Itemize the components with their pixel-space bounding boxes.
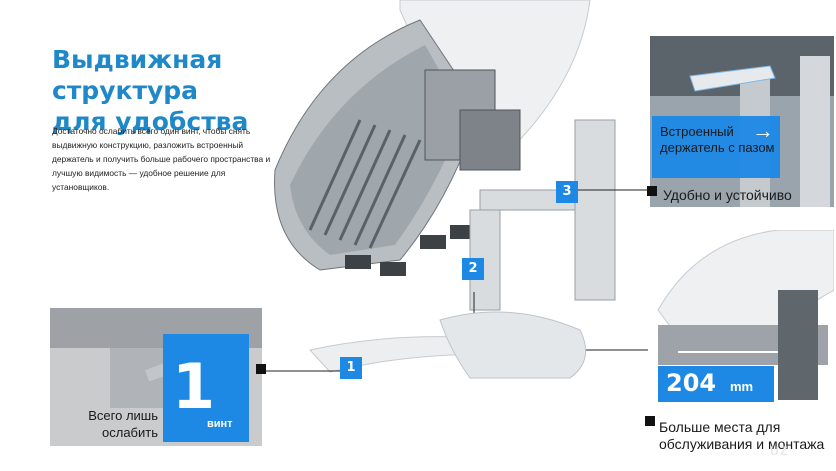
note-stable: Удобно и устойчиво	[663, 187, 792, 203]
marker-3: 3	[556, 181, 578, 203]
screw-caption: Всего лишь ослабить	[88, 408, 158, 440]
title-line-1: Выдвижная структура	[52, 45, 223, 105]
unit-side-icon	[657, 230, 834, 400]
watermark: uz	[770, 442, 789, 459]
dimension-unit: mm	[730, 379, 754, 394]
bullet-marker-screw	[256, 364, 266, 374]
dimension-badge	[658, 366, 774, 402]
arrow-right-icon: →	[752, 118, 774, 143]
holder-icon	[650, 36, 834, 207]
page-title: Выдвижная структура для удобства	[52, 44, 372, 137]
marker-1: 1	[340, 357, 362, 379]
note-space: Больше места для обслуживания и монтажа	[659, 419, 825, 452]
bullet-marker-space	[645, 416, 655, 426]
lead-text: Достаточно ослабить всего один винт, что…	[52, 126, 271, 192]
screw-count: 1	[172, 350, 216, 423]
bullet-marker-stable	[647, 186, 657, 196]
unit-illustration	[260, 0, 650, 379]
screw-badge	[163, 334, 249, 442]
dimension-value: 204	[666, 369, 717, 397]
marker-2: 2	[462, 258, 484, 280]
title-line-2: для удобства	[52, 107, 249, 136]
space-photo	[648, 230, 834, 400]
holder-label: Встроенный держатель с пазом	[652, 116, 780, 178]
screw-unit: винт	[207, 418, 233, 430]
